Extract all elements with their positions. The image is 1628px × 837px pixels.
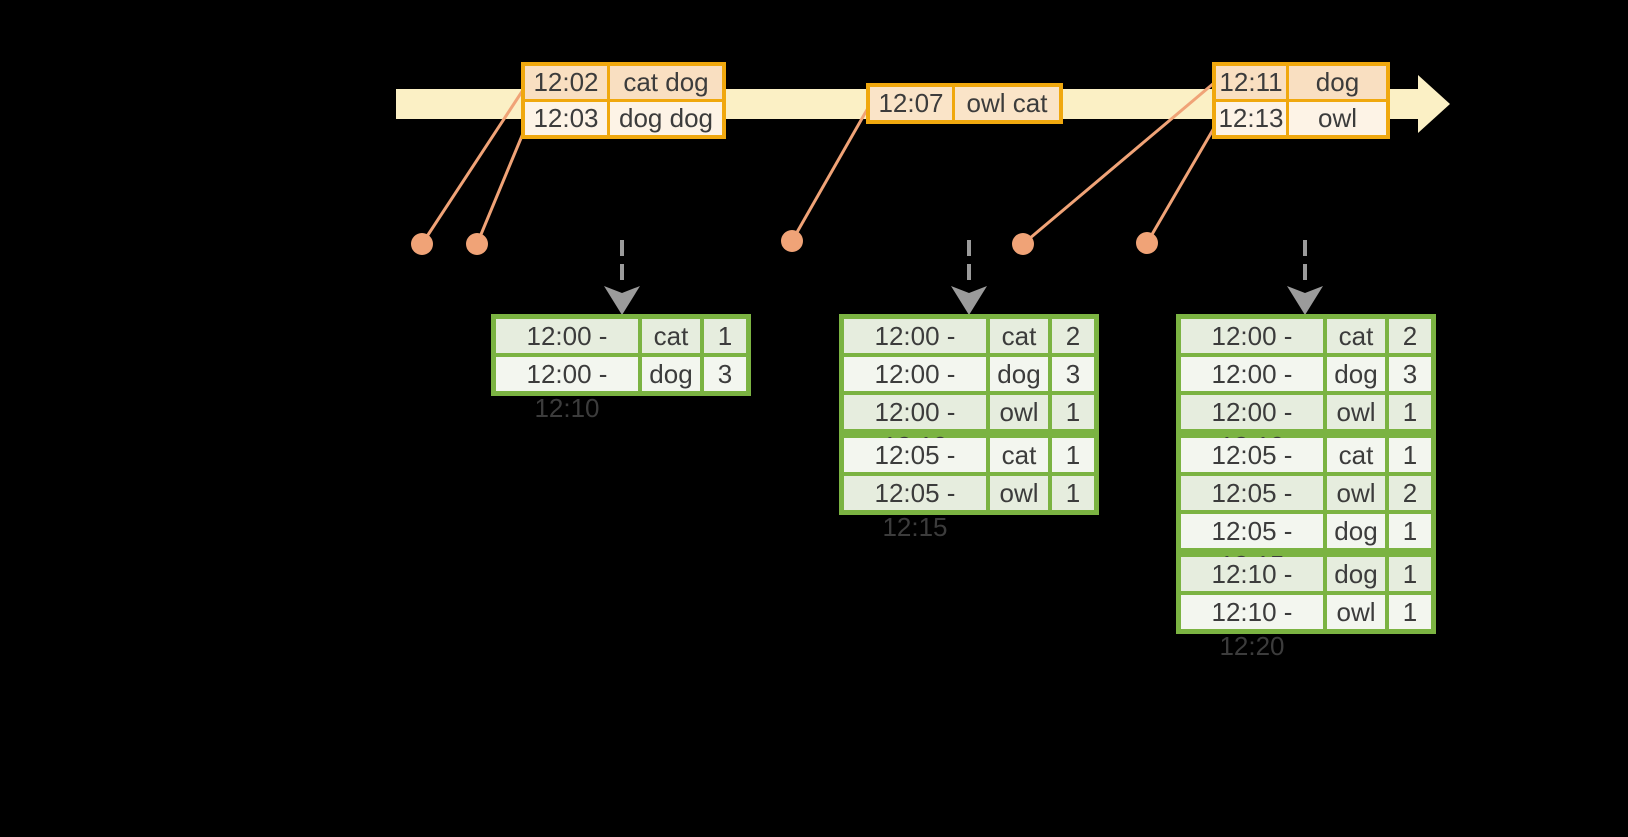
result-word-cell: cat xyxy=(642,319,700,353)
result-count-cell: 1 xyxy=(1389,557,1431,591)
result-word-cell: dog xyxy=(1327,557,1385,591)
result-window-cell: 12:05 - 12:15 xyxy=(1181,514,1323,580)
event-words-cell: dog dog xyxy=(610,102,722,135)
result-word-cell: owl xyxy=(1327,395,1385,429)
result-word-cell: dog xyxy=(642,357,700,391)
result-table-3: 12:00 - 12:10cat212:00 - 12:10dog312:00 … xyxy=(1176,314,1436,661)
timeline-arrowhead-icon xyxy=(1418,75,1450,133)
result-count-cell: 1 xyxy=(1389,595,1431,629)
result-window-cell: 12:00 - 12:10 xyxy=(496,357,638,423)
result-row: 12:00 - 12:10cat2 xyxy=(844,319,1094,385)
result-window-cell: 12:00 - 12:10 xyxy=(1181,395,1323,461)
result-word-cell: cat xyxy=(990,438,1048,472)
result-word-cell: cat xyxy=(1327,438,1385,472)
result-window-cell: 12:10 - 12:20 xyxy=(1181,557,1323,623)
event-dot-icon xyxy=(411,233,433,255)
result-window-cell: 12:00 - 12:10 xyxy=(844,395,986,461)
event-time-cell: 12:03 xyxy=(525,102,607,135)
result-count-cell: 3 xyxy=(1052,357,1094,391)
result-count-cell: 3 xyxy=(1389,357,1431,391)
result-window-cell: 12:10 - 12:20 xyxy=(1181,595,1323,661)
event-connector-line xyxy=(1022,81,1215,246)
result-count-cell: 2 xyxy=(1389,319,1431,353)
result-count-cell: 1 xyxy=(1052,438,1094,472)
result-count-cell: 1 xyxy=(1052,476,1094,510)
result-count-cell: 3 xyxy=(704,357,746,391)
result-count-cell: 1 xyxy=(1389,438,1431,472)
event-time-cell: 12:07 xyxy=(870,87,952,120)
result-row: 12:05 - 12:15owl2 xyxy=(1181,476,1431,542)
result-window-cell: 12:05 - 12:15 xyxy=(844,476,986,542)
trigger-arrowhead-icon xyxy=(604,286,640,315)
result-word-cell: owl xyxy=(990,395,1048,429)
event-dot-icon xyxy=(781,230,803,252)
result-count-cell: 1 xyxy=(1052,395,1094,429)
result-word-cell: cat xyxy=(990,319,1048,353)
result-count-cell: 1 xyxy=(1389,395,1431,429)
result-word-cell: dog xyxy=(990,357,1048,391)
result-window-cell: 12:05 - 12:15 xyxy=(844,438,986,504)
result-row: 12:00 - 12:10owl1 xyxy=(844,395,1094,461)
result-word-cell: owl xyxy=(1327,476,1385,510)
trigger-arrowhead-icon xyxy=(951,286,987,315)
result-row: 12:00 - 12:10cat1 xyxy=(496,319,746,385)
result-word-cell: cat xyxy=(1327,319,1385,353)
trigger-arrowhead-icon xyxy=(1287,286,1323,315)
result-window-cell: 12:00 - 12:10 xyxy=(1181,357,1323,423)
result-table-2: 12:00 - 12:10cat212:00 - 12:10dog312:00 … xyxy=(839,314,1099,542)
result-word-cell: owl xyxy=(1327,595,1385,629)
event-words-cell: dog xyxy=(1289,66,1386,99)
event-words-cell: owl cat xyxy=(955,87,1059,120)
result-row: 12:05 - 12:15dog1 xyxy=(1181,514,1431,580)
result-window-cell: 12:00 - 12:10 xyxy=(844,319,986,385)
event-dot-icon xyxy=(1012,233,1034,255)
event-dot-icon xyxy=(1136,232,1158,254)
event-connector-line xyxy=(475,130,526,245)
event-connector-line xyxy=(790,107,870,242)
result-count-cell: 2 xyxy=(1052,319,1094,353)
result-word-cell: owl xyxy=(990,476,1048,510)
result-count-cell: 1 xyxy=(1389,514,1431,548)
result-count-cell: 2 xyxy=(1389,476,1431,510)
event-connector-line xyxy=(1145,127,1216,244)
result-window-cell: 12:05 - 12:15 xyxy=(1181,438,1323,504)
event-time-cell: 12:13 xyxy=(1216,102,1286,135)
result-window-cell: 12:05 - 12:15 xyxy=(1181,476,1323,542)
event-words-cell: cat dog xyxy=(610,66,722,99)
event-words-cell: owl xyxy=(1289,102,1386,135)
event-time-cell: 12:02 xyxy=(525,66,607,99)
result-row: 12:00 - 12:10owl1 xyxy=(1181,395,1431,461)
result-window-cell: 12:00 - 12:10 xyxy=(496,319,638,385)
event-dot-icon xyxy=(466,233,488,255)
event-connector-line xyxy=(420,89,525,245)
result-row: 12:05 - 12:15cat1 xyxy=(1181,438,1431,504)
result-row: 12:05 - 12:15cat1 xyxy=(844,438,1094,504)
result-row: 12:00 - 12:10cat2 xyxy=(1181,319,1431,385)
result-window-cell: 12:00 - 12:10 xyxy=(1181,319,1323,385)
result-row: 12:10 - 12:20dog1 xyxy=(1181,557,1431,623)
result-word-cell: dog xyxy=(1327,357,1385,391)
result-count-cell: 1 xyxy=(704,319,746,353)
event-time-cell: 12:11 xyxy=(1216,66,1286,99)
result-word-cell: dog xyxy=(1327,514,1385,548)
result-window-cell: 12:00 - 12:10 xyxy=(844,357,986,423)
